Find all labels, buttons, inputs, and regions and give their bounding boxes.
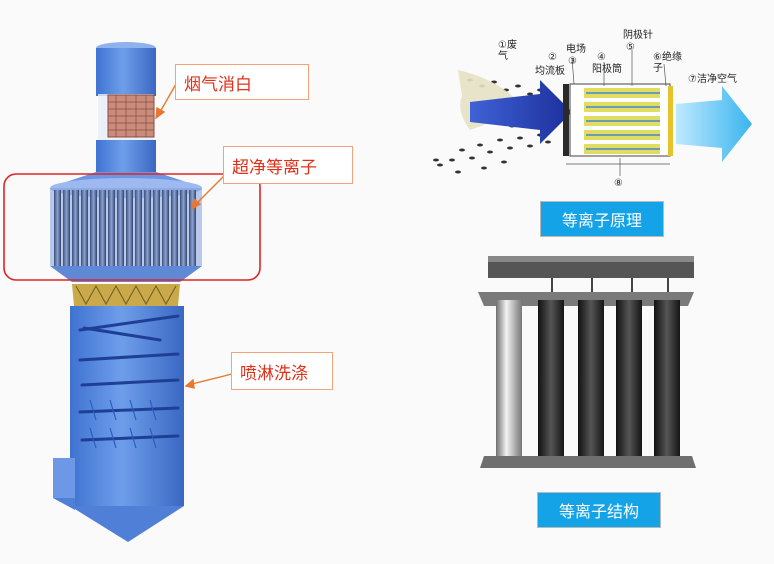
plasma-principle-diagram — [433, 50, 752, 176]
caption-plasma-principle-text: 等离子原理 — [561, 211, 642, 230]
caption-plasma-principle: 等离子原理 — [540, 201, 664, 237]
label-electric-field: 电场 — [566, 44, 586, 55]
insulator-bar — [668, 86, 673, 156]
label-anode-tube-num: ④ — [597, 52, 606, 63]
label-anode-tube: 阳极筒 — [592, 64, 622, 75]
cathode-needles — [586, 92, 660, 150]
callout-spray-washing: 喷淋洗涤 — [231, 352, 333, 390]
plasma-structure-illustration — [478, 256, 696, 468]
label-flow-plate: 均流板 — [535, 66, 565, 77]
callout-ultra-clean-plasma: 超净等离子 — [223, 146, 353, 184]
caption-plasma-structure: 等离子结构 — [537, 492, 661, 528]
whitening-coil — [107, 94, 155, 138]
label-cathode-needle: 阴极针 — [623, 30, 653, 41]
label-insulator: ⑥绝缘子 — [653, 52, 682, 74]
flow-plate — [563, 84, 569, 156]
label-clean-air: ⑦洁净空气 — [688, 74, 737, 85]
label-electric-field-num: ③ — [568, 56, 577, 67]
clean-air-arrow — [676, 86, 752, 162]
gas-flow-arrow — [470, 80, 572, 144]
demister-packing — [72, 284, 180, 306]
label-waste-gas: ①废气 — [498, 40, 517, 62]
spray-tower-body — [53, 306, 184, 542]
callout-ultra-clean-plasma-text: 超净等离子 — [232, 157, 317, 178]
callout-spray-washing-text: 喷淋洗涤 — [240, 363, 308, 384]
caption-plasma-structure-text: 等离子结构 — [558, 502, 639, 521]
label-flow-plate-num: ② — [548, 52, 557, 63]
spray-headers — [78, 314, 180, 442]
callout-arrows — [155, 83, 233, 389]
callout-smoke-whitening: 烟气消白 — [175, 64, 309, 100]
plasma-tube-bank — [50, 178, 202, 282]
label-cathode-needle-num: ⑤ — [626, 42, 635, 53]
label-item-8: ⑧ — [614, 178, 623, 189]
plasma-highlight-frame — [3, 173, 261, 281]
callout-smoke-whitening-text: 烟气消白 — [184, 74, 252, 95]
plasma-tubes — [54, 190, 196, 266]
